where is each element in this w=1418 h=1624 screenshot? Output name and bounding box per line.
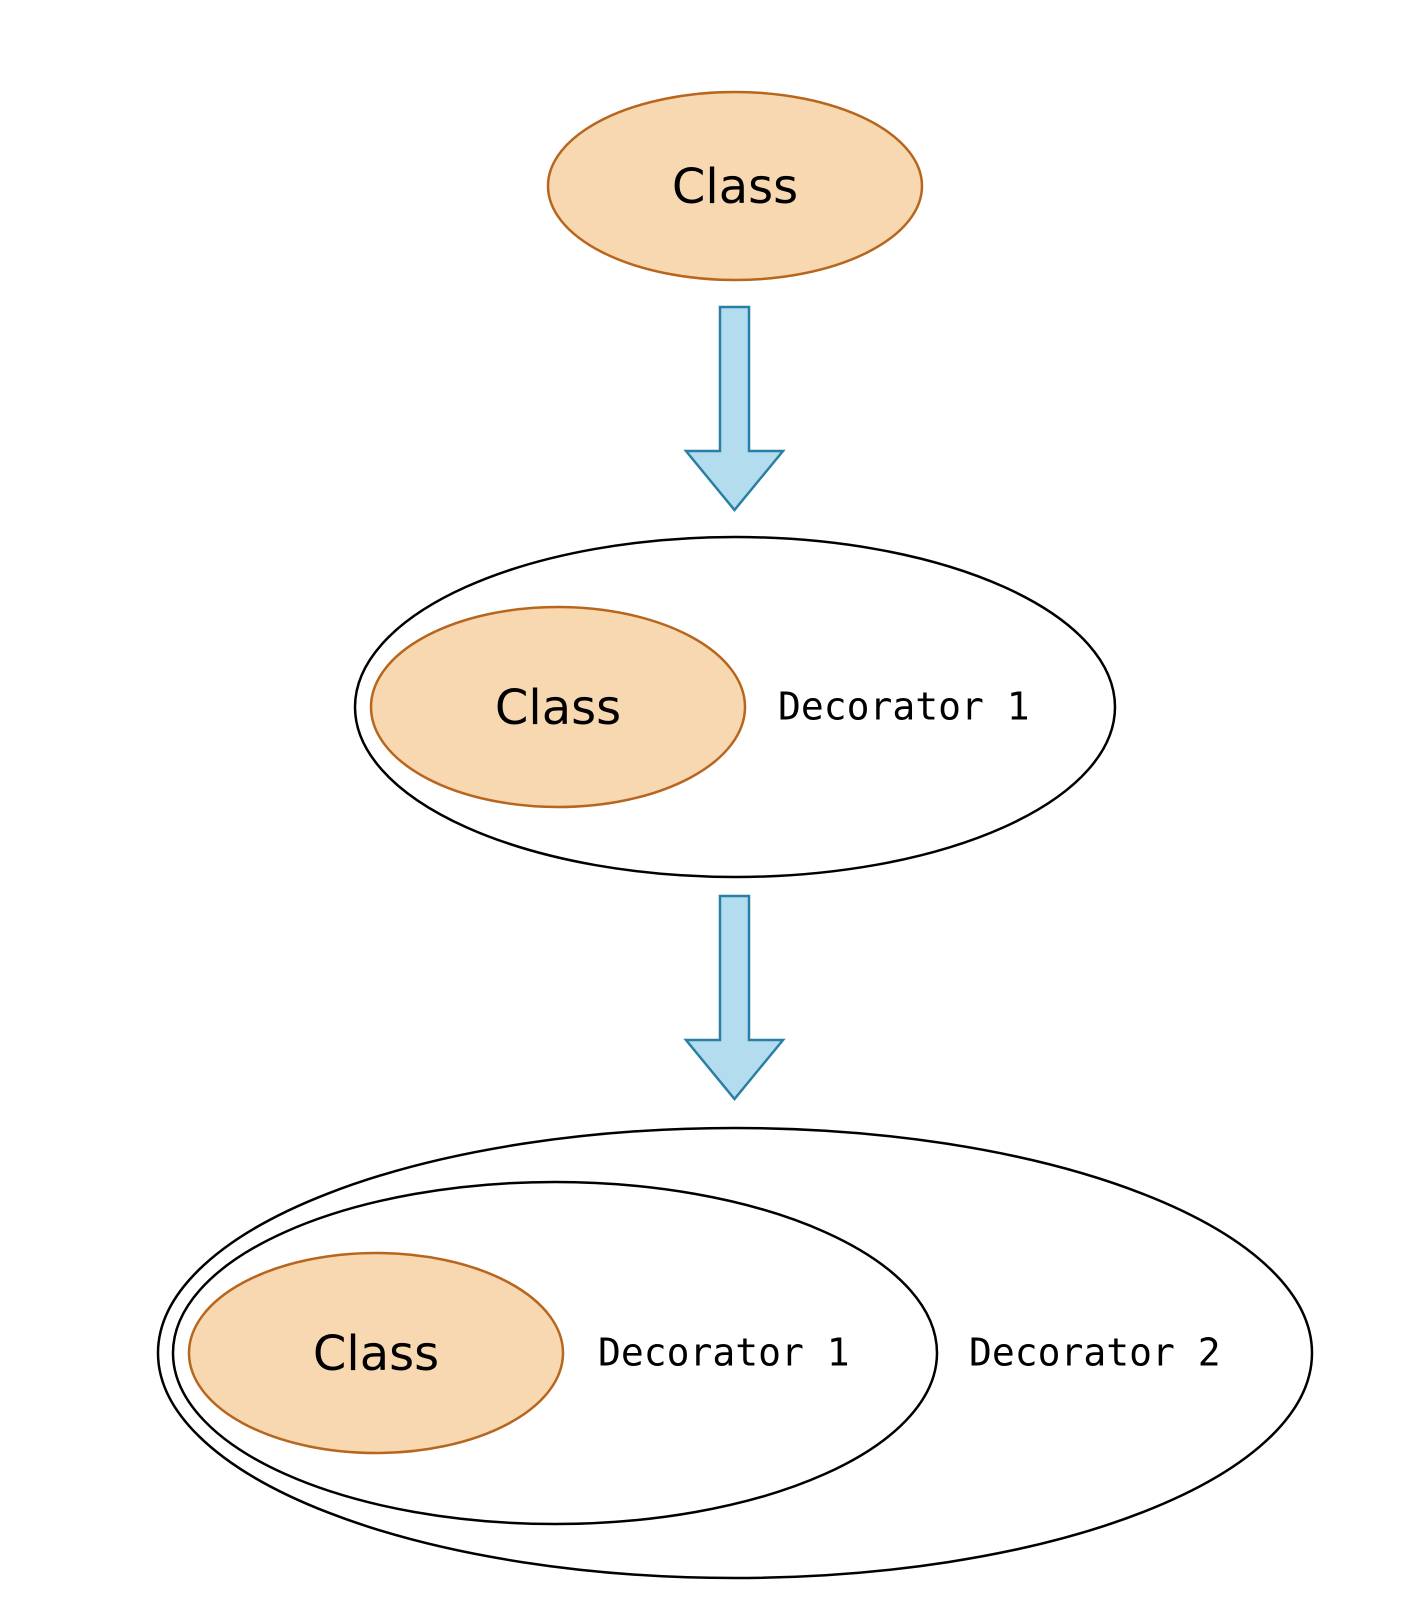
down-arrow-2 [683,894,786,1101]
stage-1-plain-class: Class [546,90,924,282]
class-ellipse [187,1251,565,1455]
decorator-2-ellipse [156,1126,1314,1580]
class-label: Class [313,1326,439,1382]
class-ellipse [369,605,747,809]
decorator-1-label: Decorator 1 [778,685,1030,729]
decorator-1-label: Decorator 1 [598,1331,850,1375]
class-label: Class [495,680,621,736]
stage-3-decorated-twice: Class Decorator 1 Decorator 2 [156,1126,1314,1580]
decorator-2-label: Decorator 2 [969,1331,1221,1375]
class-label: Class [672,159,798,215]
down-arrow-1 [683,305,786,512]
stage-2-decorated-once: Class Decorator 1 [353,535,1117,879]
class-ellipse [546,90,924,282]
decorator-1-ellipse [171,1180,939,1526]
decorator-1-ellipse [353,535,1117,879]
